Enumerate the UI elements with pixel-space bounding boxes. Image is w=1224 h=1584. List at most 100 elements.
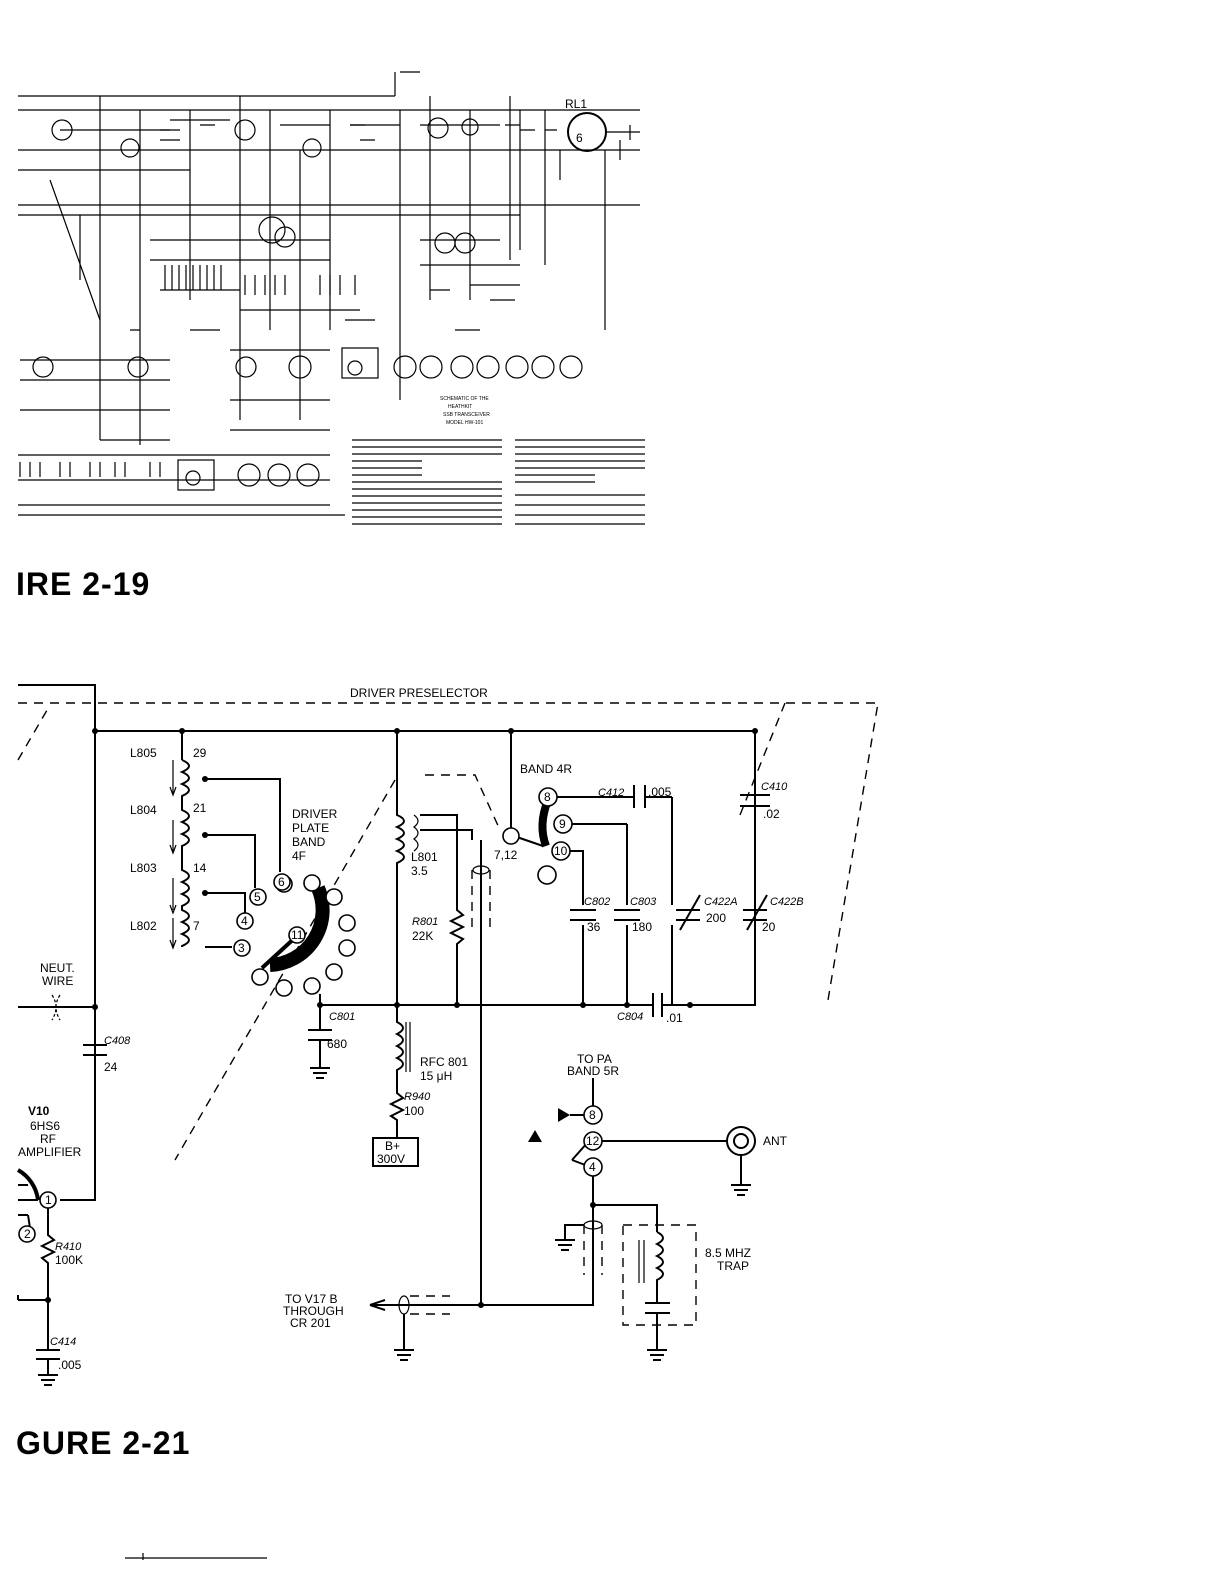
c414-name: C414 <box>50 1336 76 1348</box>
band-pin-8-label: 8 <box>544 790 551 804</box>
rfc801-r940: RFC 801 15 μH R940 100 B+ 300V <box>372 1005 468 1167</box>
switch-pin-4 <box>236 912 254 930</box>
band-4r-label: BAND 4R <box>520 762 572 776</box>
r410-name: R410 <box>55 1241 82 1253</box>
relay-rl1: RL1 6 <box>565 97 640 160</box>
c802-name: C802 <box>584 896 610 908</box>
v10-tube: V10 6HS6 RF AMPLIFIER 1 2 <box>16 1104 82 1243</box>
c412-value: .005 <box>648 785 672 799</box>
c414-value: .005 <box>58 1358 82 1372</box>
v10-desc-2: AMPLIFIER <box>18 1145 82 1159</box>
driver-plate-line-3: BAND <box>292 835 326 849</box>
driver-plate-line-2: PLATE <box>292 821 329 835</box>
r801-name: R801 <box>412 916 438 928</box>
c410: C410 .02 <box>740 728 788 1005</box>
r940-name: R940 <box>404 1091 431 1103</box>
c422: C422A 200 C422B 20 <box>671 797 804 1008</box>
coil-stack: L805 29 L804 21 L803 14 L802 7 <box>130 728 281 950</box>
preselector-dash-box <box>17 702 879 1001</box>
c422a-name: C422A <box>704 896 738 908</box>
coax-lower: TO V17 B THROUGH CR 201 <box>283 1205 603 1361</box>
switch-pin-5 <box>249 888 267 906</box>
c801-name: C801 <box>329 1011 355 1023</box>
relay-pin: 6 <box>576 131 583 145</box>
band-wiper <box>538 798 552 848</box>
r410-value: 100K <box>55 1253 83 1267</box>
top-bus-lines <box>18 71 640 516</box>
c803-value: 180 <box>632 920 652 934</box>
figure-2-21-caption: GURE 2-21 <box>16 1425 190 1461</box>
switch-pin-5-label: 5 <box>254 890 261 904</box>
section-label-driver-preselector: DRIVER PRESELECTOR <box>350 686 488 700</box>
bottom-schematic: DRIVER PRESELECTOR L805 29 L804 21 L803 … <box>16 684 879 1386</box>
l804-name: L804 <box>130 803 157 817</box>
band-pin-9-label: 9 <box>559 817 566 831</box>
c804: C804 .01 <box>617 993 683 1025</box>
v10-pin-2 <box>18 1225 36 1243</box>
l802-value: 7 <box>193 919 200 933</box>
v10-pin-2-label: 2 <box>24 1227 31 1241</box>
top-tubes <box>32 117 479 379</box>
l805-name: L805 <box>130 746 157 760</box>
c412-name: C412 <box>598 787 624 799</box>
c410-name: C410 <box>761 781 788 793</box>
figure-2-19-caption: IRE 2-19 <box>16 566 150 602</box>
switch-pin-11-label: 11 <box>291 928 304 942</box>
c802-value: 36 <box>587 920 601 934</box>
v10-tube-type: 6HS6 <box>30 1119 60 1133</box>
ant-label: ANT <box>763 1134 788 1148</box>
c801-value: 680 <box>327 1037 347 1051</box>
relay-label: RL1 <box>565 97 587 111</box>
c408-name: C408 <box>104 1035 131 1047</box>
band-switch-dash-link <box>425 774 501 831</box>
r940-value: 100 <box>404 1104 424 1118</box>
switch-wiper <box>269 885 330 972</box>
c412: C412 .005 <box>598 785 672 808</box>
l803-name: L803 <box>130 861 157 875</box>
notes-block <box>352 439 645 525</box>
to-v17b-line-1: TO V17 B <box>285 1292 337 1306</box>
l804-value: 21 <box>193 801 207 815</box>
title-line-4: MODEL HW-101 <box>446 420 483 426</box>
r410-c414: R410 100K C414 .005 <box>17 1208 83 1386</box>
v10-name: V10 <box>28 1104 50 1118</box>
driver-plate-switch: 3 4 5 6 11 DRIVER PLATE BAND 4F <box>233 807 356 1005</box>
to-pa-line-1: TO PA <box>577 1052 612 1066</box>
l803-value: 14 <box>193 861 207 875</box>
trap-box <box>622 1224 697 1326</box>
driver-switch-dash-link <box>174 779 396 1161</box>
title-line-2: HEATHKIT <box>448 404 472 410</box>
trap-label: TRAP <box>717 1259 749 1273</box>
title-line-1: SCHEMATIC OF THE <box>440 396 489 402</box>
c422b-name: C422B <box>770 896 804 908</box>
pa-switch-ant: TO PA BAND 5R 8 12 4 ANT <box>528 1052 788 1232</box>
to-pa-line-2: BAND 5R <box>567 1064 619 1078</box>
coil-windings <box>179 759 190 947</box>
top-switches <box>120 138 583 491</box>
v10-desc-1: RF <box>40 1132 56 1146</box>
l801-r801: L801 3.5 R801 22K <box>394 728 473 1008</box>
switch-pin-4-label: 4 <box>241 914 248 928</box>
r801-value: 22K <box>412 929 433 943</box>
l801-name: L801 <box>411 850 438 864</box>
c804-name: C804 <box>617 1011 643 1023</box>
schematic-title-block: SCHEMATIC OF THE HEATHKIT SSB TRANSCEIVE… <box>440 396 490 426</box>
switch-pin-6 <box>273 873 291 891</box>
v10-pin-1-label: 1 <box>45 1193 52 1207</box>
band-pin-7-12-label: 7,12 <box>494 848 518 862</box>
top-schematic: RL1 6 SCHEMATIC OF THE HEATHKIT SSB TRAN… <box>18 71 645 525</box>
l802-name: L802 <box>130 919 157 933</box>
band-4r-switch: BAND 4R 8 9 10 7,12 <box>494 728 672 1005</box>
b-plus-box <box>372 1137 419 1167</box>
c803-name: C803 <box>630 896 657 908</box>
ant-connector <box>726 1126 756 1156</box>
title-line-3: SSB TRANSCEIVER <box>443 412 490 418</box>
c422b-value: 20 <box>762 920 776 934</box>
c422a-value: 200 <box>706 911 726 925</box>
neut-wire-line-1: NEUT. <box>40 961 75 975</box>
driver-plate-line-4: 4F <box>292 849 306 863</box>
switch-pin-11 <box>288 926 306 944</box>
switch-pin-3 <box>233 939 251 957</box>
l801-winding <box>394 780 405 1005</box>
